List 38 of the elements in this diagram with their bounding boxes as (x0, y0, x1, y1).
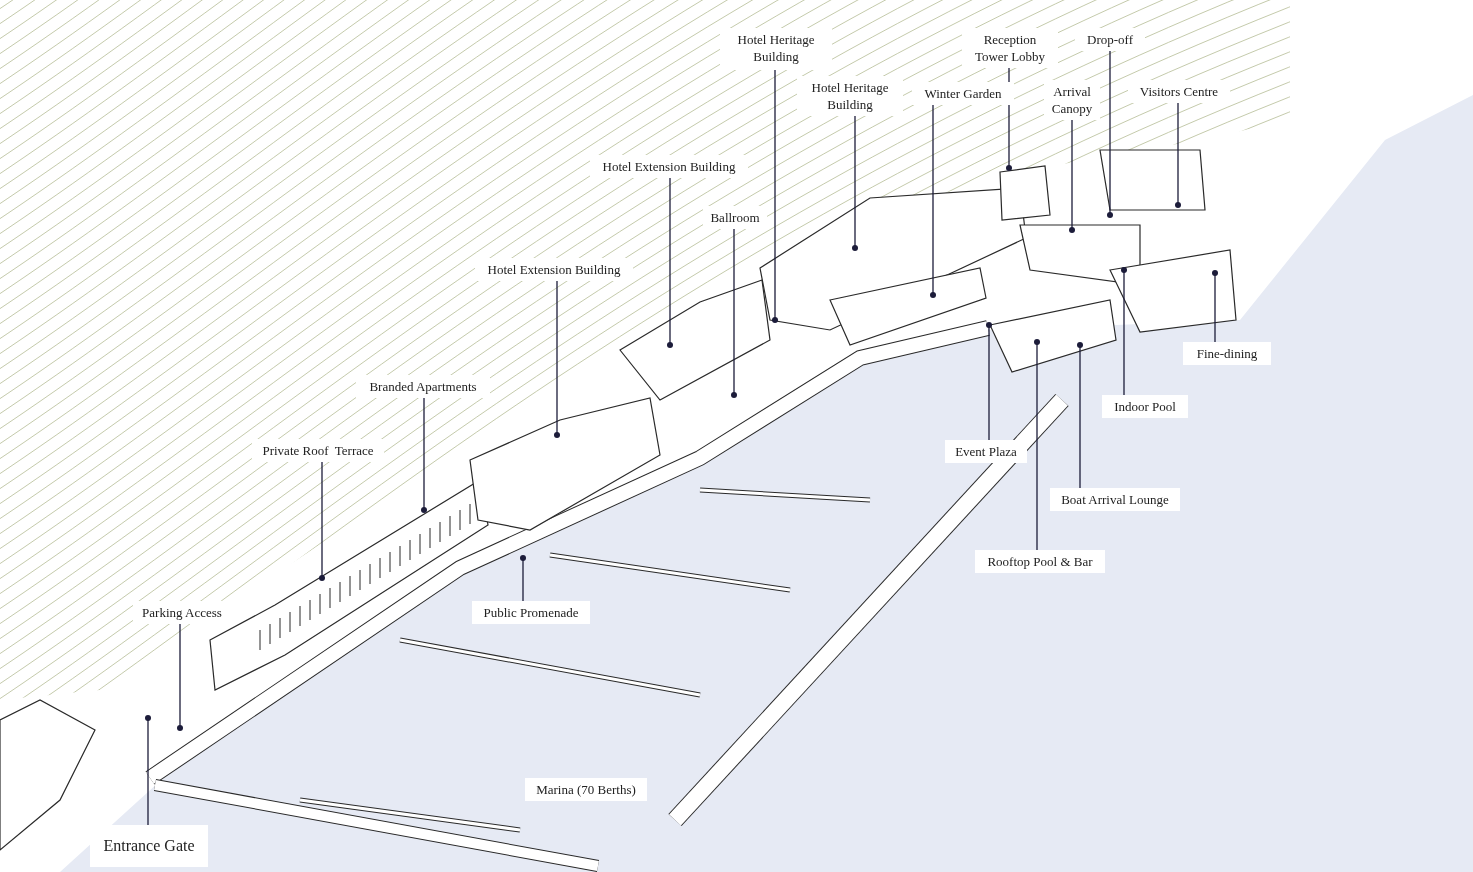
callout-label: Private Roof Terrace (252, 439, 384, 462)
leader-line (177, 622, 183, 731)
leader-line (520, 555, 526, 602)
callout-label: Reception Tower Lobby (962, 28, 1058, 68)
callout-label: Drop-off (1075, 28, 1145, 51)
callout-label: Public Promenade (472, 601, 590, 624)
leader-line (1212, 270, 1218, 343)
callout-label: Hotel Extension Building (475, 258, 633, 281)
callout-label: Indoor Pool (1102, 395, 1188, 418)
leader-line (1034, 339, 1040, 551)
callout-label: Hotel Heritage Building (720, 28, 832, 70)
leader-line (852, 115, 858, 251)
leader-line (1107, 49, 1113, 218)
callout-label: Event Plaza (945, 440, 1027, 463)
leader-line (772, 69, 778, 323)
leader-line (731, 227, 737, 398)
callout-label: Branded Apartments (356, 375, 490, 398)
callout-label: Arrival Canopy (1044, 80, 1100, 120)
callout-label: Winter Garden (912, 82, 1014, 105)
leader-line (930, 103, 936, 298)
leader-line (554, 279, 560, 438)
callout-label: Entrance Gate (90, 825, 208, 867)
callout-label: Hotel Extension Building (590, 155, 748, 178)
callout-label: Rooftop Pool & Bar (975, 550, 1105, 573)
leader-line (986, 322, 992, 441)
leader-line (1077, 342, 1083, 489)
leader-line (667, 176, 673, 348)
callout-label: Visitors Centre (1128, 80, 1230, 103)
callout-label: Fine-dining (1183, 342, 1271, 365)
leader-line (145, 715, 151, 826)
callout-label: Ballroom (703, 206, 767, 229)
callout-label: Marina (70 Berths) (525, 778, 647, 801)
leader-line (421, 396, 427, 513)
leader-line (1175, 101, 1181, 208)
leader-line (319, 460, 325, 581)
callout-label: Boat Arrival Lounge (1050, 488, 1180, 511)
leader-line (1121, 267, 1127, 396)
callout-label: Hotel Heritage Building (797, 76, 903, 116)
